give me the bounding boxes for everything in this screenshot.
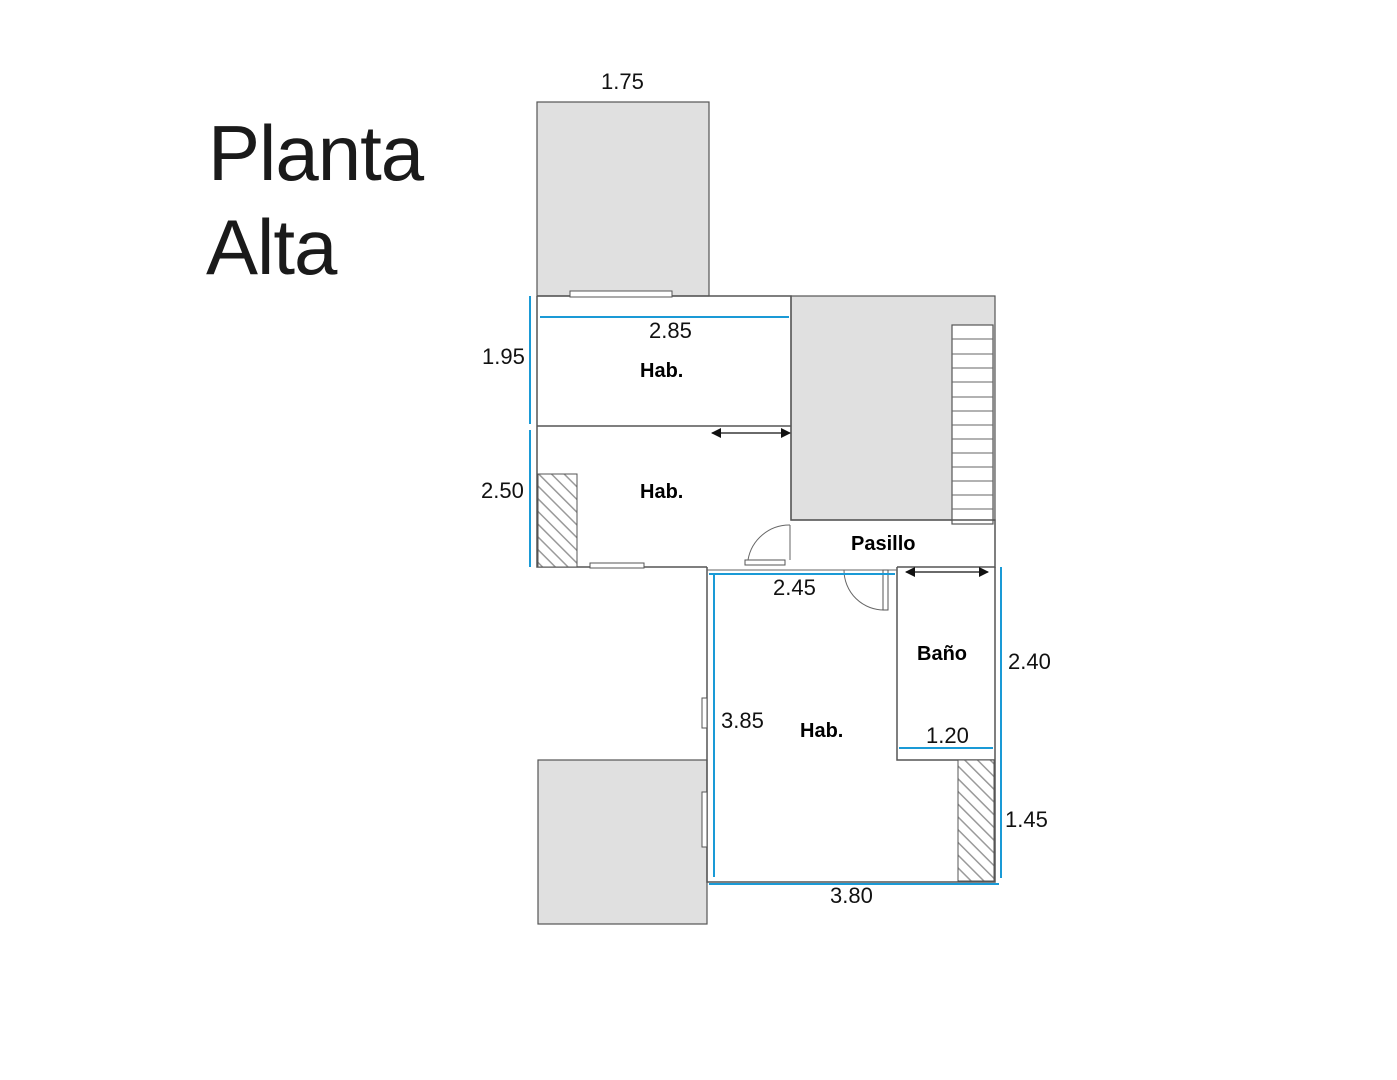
- dim-top-width: 1.75: [601, 69, 644, 94]
- dim-closet-height: 1.45: [1005, 807, 1048, 832]
- dimension-lines: [529, 296, 1002, 885]
- dim-room2-height: 2.50: [481, 478, 524, 503]
- windows: [569, 290, 786, 848]
- bottom-balcony: [537, 759, 708, 925]
- staircase: [951, 324, 994, 525]
- room-label-bath: Baño: [917, 643, 967, 665]
- doors: [747, 524, 889, 611]
- closet-right: [957, 759, 995, 882]
- dim-room3-width: 3.80: [830, 883, 873, 908]
- title-line-1: Planta: [208, 109, 424, 197]
- room-label-hall: Pasillo: [851, 533, 915, 555]
- dim-room3-height: 3.85: [721, 708, 764, 733]
- top-balcony: [536, 101, 710, 297]
- dim-bath-width: 1.20: [926, 723, 969, 748]
- dim-room1-height: 1.95: [482, 344, 525, 369]
- dim-room1-width: 2.85: [649, 318, 692, 343]
- room-label-room1: Hab.: [640, 360, 683, 382]
- title-line-2: Alta: [206, 203, 337, 291]
- closet-left: [537, 473, 578, 568]
- dim-bath-height: 2.40: [1008, 649, 1051, 674]
- dim-hall-width: 2.45: [773, 575, 816, 600]
- room-label-room3: Hab.: [800, 720, 843, 742]
- room-label-room2: Hab.: [640, 481, 683, 503]
